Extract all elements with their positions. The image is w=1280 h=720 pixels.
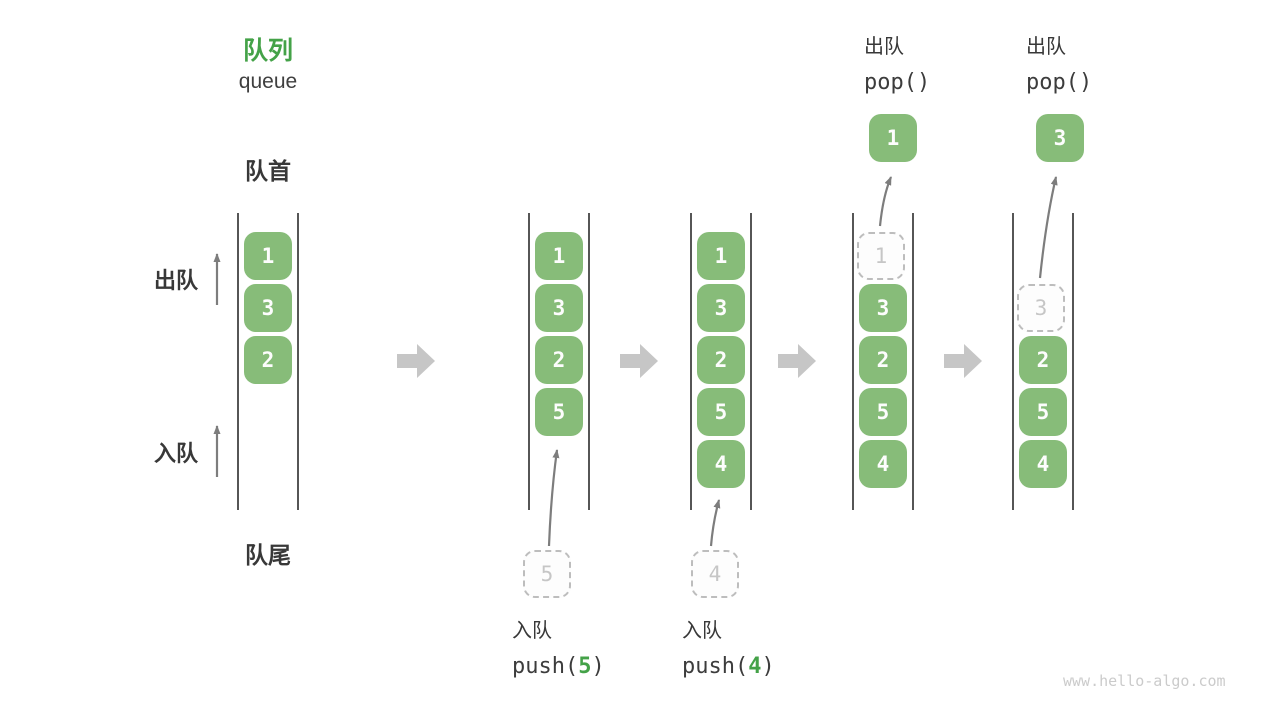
queue-front-label: 队首 <box>245 158 291 184</box>
push4-arg: 4 <box>748 654 762 679</box>
dequeue-side-label: 出队 <box>153 268 198 293</box>
push4-code-pre: push( <box>682 654 749 679</box>
queue-channel-3 <box>690 213 752 510</box>
pop2-code: pop() <box>1026 70 1093 95</box>
push-operation-label-5: 入队 push(5) <box>512 614 605 679</box>
queue-item: 2 <box>697 336 745 384</box>
incoming-item-ghost: 4 <box>691 550 739 598</box>
push5-zh: 入队 <box>512 620 552 642</box>
push4-code: push(4) <box>682 654 775 679</box>
next-step-arrow-icon <box>397 344 435 378</box>
queue-item: 2 <box>1019 336 1067 384</box>
push5-code-pre: push( <box>512 654 579 679</box>
next-step-arrow-icon <box>620 344 658 378</box>
queue-item: 1 <box>244 232 292 280</box>
push4-code-post: ) <box>761 654 775 679</box>
push-operation-label-4: 入队 push(4) <box>682 614 775 679</box>
watermark: www.hello-algo.com <box>1063 672 1226 690</box>
next-step-arrow-icon <box>944 344 982 378</box>
push5-code: push(5) <box>512 654 605 679</box>
queue-item: 5 <box>697 388 745 436</box>
popped-item: 3 <box>1036 114 1084 162</box>
queue-item: 1 <box>697 232 745 280</box>
queue-item: 1 <box>535 232 583 280</box>
queue-item: 4 <box>859 440 907 488</box>
queue-channel-4 <box>852 213 914 510</box>
queue-item: 4 <box>697 440 745 488</box>
queue-item: 5 <box>1019 388 1067 436</box>
pop-operation-label-2: 出队 pop() <box>1026 30 1092 95</box>
queue-channel-2 <box>528 213 590 510</box>
push4-zh: 入队 <box>682 620 722 642</box>
incoming-item-ghost: 5 <box>523 550 571 598</box>
queue-item: 5 <box>535 388 583 436</box>
pop2-zh: 出队 <box>1026 36 1066 58</box>
queue-rear-label: 队尾 <box>245 542 291 568</box>
queue-item: 3 <box>244 284 292 332</box>
next-step-arrow-icon <box>778 344 816 378</box>
queue-item: 5 <box>859 388 907 436</box>
pop-operation-label-1: 出队 pop() <box>864 30 930 95</box>
queue-item: 3 <box>859 284 907 332</box>
queue-item: 4 <box>1019 440 1067 488</box>
diagram-title-zh: 队列 <box>242 37 293 65</box>
queue-item: 2 <box>244 336 292 384</box>
dequeued-slot-ghost: 1 <box>857 232 905 280</box>
queue-item: 3 <box>697 284 745 332</box>
queue-channel-1 <box>237 213 299 510</box>
popped-item: 1 <box>869 114 917 162</box>
push5-arg: 5 <box>578 654 592 679</box>
diagram-title-en: queue <box>238 70 298 93</box>
dequeued-slot-ghost: 3 <box>1017 284 1065 332</box>
queue-channel-5 <box>1012 213 1074 510</box>
queue-item: 2 <box>859 336 907 384</box>
pop1-code: pop() <box>864 70 931 95</box>
push5-code-post: ) <box>591 654 605 679</box>
queue-item: 3 <box>535 284 583 332</box>
queue-item: 2 <box>535 336 583 384</box>
enqueue-side-label: 入队 <box>153 441 198 466</box>
pop1-zh: 出队 <box>864 36 904 58</box>
